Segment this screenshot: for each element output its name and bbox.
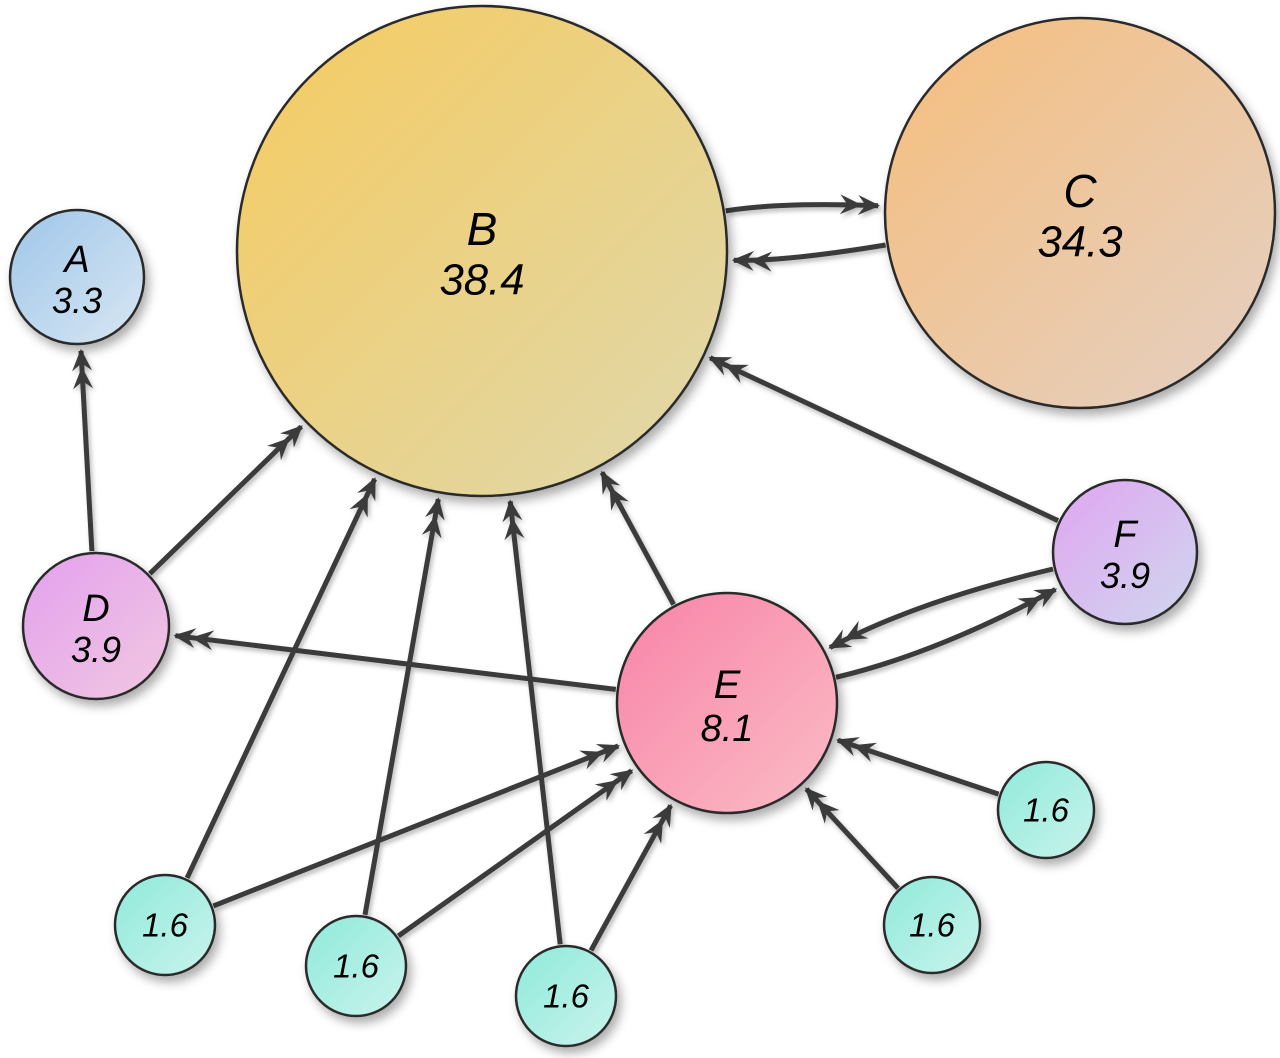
- edge-s2-E: [396, 768, 634, 938]
- edge-s3-B: [502, 499, 563, 945]
- edge-s1-B: [184, 477, 377, 879]
- node-circle-s2: [304, 914, 408, 1018]
- edge-s4-E: [804, 787, 900, 890]
- node-circle-s4: [882, 875, 982, 975]
- edge-C-B: [731, 242, 887, 272]
- node-s3: 1.6: [514, 944, 618, 1048]
- node-circle-C: [883, 16, 1277, 410]
- edge-F-B: [708, 355, 1060, 523]
- node-s5: 1.6: [996, 760, 1096, 860]
- edge-B-C: [725, 194, 881, 215]
- node-label-s4: 1.6: [909, 907, 956, 944]
- node-label-s5: 1.6: [1023, 792, 1070, 829]
- node-circle-s5: [996, 760, 1096, 860]
- edge-D-B: [148, 424, 304, 576]
- edge-D-A: [72, 348, 95, 552]
- node-circle-B: [235, 4, 729, 498]
- node-label-s3: 1.6: [543, 978, 590, 1015]
- edge-s2-B: [362, 497, 445, 916]
- edge-s5-E: [836, 737, 1000, 797]
- node-circle-A: [8, 208, 146, 346]
- edge-E-D: [173, 628, 617, 692]
- edge-s1-E: [212, 743, 621, 909]
- edge-F-E: [828, 566, 1054, 650]
- edge-s3-E: [588, 803, 673, 952]
- node-label-s1: 1.6: [142, 907, 189, 944]
- node-circle-s1: [113, 873, 217, 977]
- node-s4: 1.6: [882, 875, 982, 975]
- node-circle-F: [1051, 478, 1199, 626]
- edge-E-F: [835, 587, 1058, 680]
- node-s1: 1.6: [113, 873, 217, 977]
- edge-E-B: [599, 470, 676, 606]
- node-label-s2: 1.6: [333, 948, 380, 985]
- node-circle-s3: [514, 944, 618, 1048]
- edge-layer: [72, 194, 1060, 952]
- node-circle-E: [615, 591, 839, 815]
- node-s2: 1.6: [304, 914, 408, 1018]
- node-circle-D: [21, 551, 171, 701]
